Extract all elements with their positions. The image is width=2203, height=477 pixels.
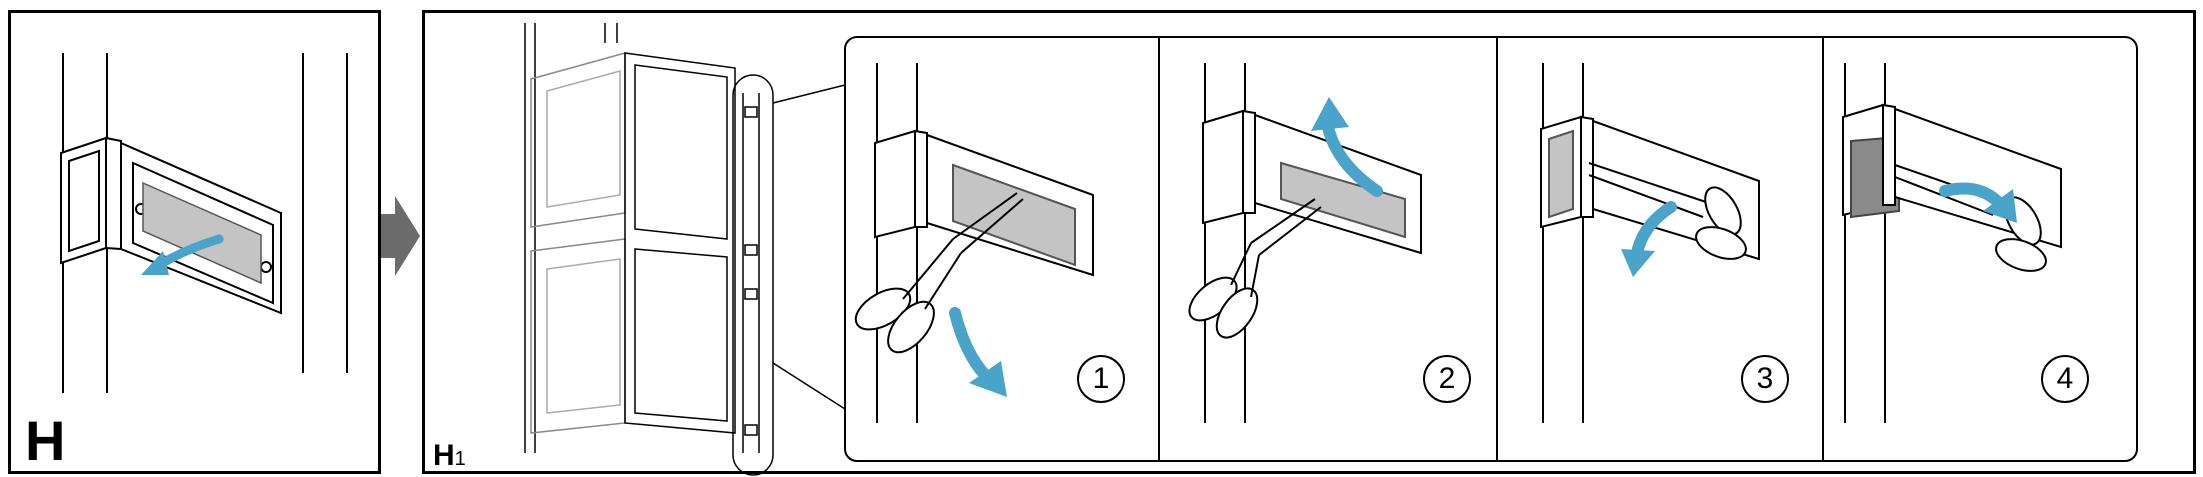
bracket-illustration-h — [60, 53, 348, 393]
panel-label-h1-main: H — [433, 439, 455, 472]
curved-arrow-icon — [1939, 182, 2003, 207]
curved-arrow-icon — [1321, 117, 1383, 197]
right-triangle-arrow-icon — [381, 196, 420, 276]
scissors-icon — [1188, 198, 1322, 339]
scissors-icon — [1588, 162, 1747, 260]
scissors-icon — [1894, 164, 2047, 272]
curved-arrow-icon — [949, 307, 991, 381]
panel-label-h1-sub: 1 — [454, 448, 466, 470]
curved-arrow-icon — [1631, 201, 1677, 259]
step-number-4: 4 — [2041, 355, 2089, 403]
step-1-illustration — [854, 63, 1094, 423]
step-number-2: 2 — [1423, 355, 1471, 403]
protective-tape — [142, 181, 262, 285]
step-number-1: 1 — [1077, 355, 1125, 403]
step-number-3: 3 — [1741, 355, 1789, 403]
step-3-illustration — [1540, 63, 1760, 423]
panel-label-h: H — [25, 409, 66, 472]
step-2-illustration — [1188, 63, 1422, 423]
panel-label-h1: H1 — [433, 441, 466, 471]
step-4-illustration — [1842, 63, 2062, 423]
panel-h: H — [8, 10, 381, 474]
appliance-illustration-h1 — [524, 23, 2138, 476]
scissors-icon — [854, 192, 1024, 354]
panel-h1: 1 2 3 4 H1 — [422, 10, 2196, 476]
